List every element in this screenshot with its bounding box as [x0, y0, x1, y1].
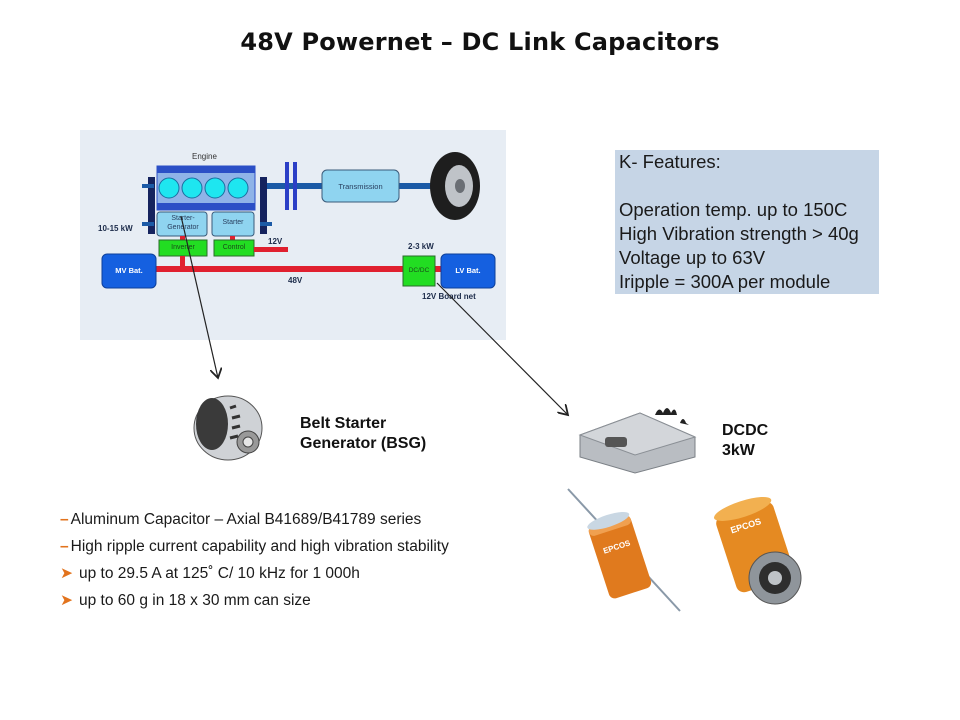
feature-item: Voltage up to 63V: [619, 247, 766, 268]
dcdc-power-label: 2-3 kW: [408, 242, 434, 251]
bullet-item: ➤ up to 60 g in 18 x 30 mm can size: [60, 587, 449, 614]
axial-capacitor-image: EPCOS: [567, 488, 681, 612]
engine-label: Engine: [192, 152, 217, 161]
dcdc-module-image: [578, 408, 697, 474]
powernet-diagram: Engine 10-15 kW Starter-Generator Starte…: [80, 130, 506, 340]
dcdc-label-line1: DCDC: [722, 422, 769, 439]
bullet-item: –High ripple current capability and high…: [60, 533, 449, 560]
starter-label: Starter: [222, 219, 244, 226]
capacitor-images: EPCOS EPCOS: [567, 488, 802, 612]
dcdc-label: DC/DC: [408, 267, 430, 274]
transmission-label: Transmission: [338, 182, 383, 191]
inverter-label: Inverter: [171, 244, 195, 251]
bullet-text: up to 29.5 A at 125˚ C/ 10 kHz for 1 000…: [79, 565, 360, 582]
crank-pulley-right: [260, 177, 267, 234]
engine-cylinders: [158, 177, 249, 199]
starter-generator-label: Starter-Generator: [167, 215, 199, 231]
bus-48v: [155, 266, 403, 272]
clutch-plate: [285, 162, 289, 210]
lv-battery-label: LV Bat.: [455, 266, 481, 275]
bullet-item: ➤ up to 29.5 A at 125˚ C/ 10 kHz for 1 00…: [60, 560, 449, 587]
bullet-list: –Aluminum Capacitor – Axial B41689/B4178…: [60, 506, 449, 614]
bullet-item: –Aluminum Capacitor – Axial B41689/B4178…: [60, 506, 449, 533]
feature-item: Iripple = 300A per module: [619, 271, 831, 292]
bsg-label: Belt Starter Generator (BSG): [300, 414, 426, 454]
line-12v: [254, 247, 288, 252]
bsg-label-line2: Generator (BSG): [300, 435, 427, 452]
features-heading: K- Features:: [619, 151, 721, 172]
alternator-image: [193, 395, 263, 461]
bsg-label-line1: Belt Starter: [300, 415, 387, 432]
board-net-label: 12V Board net: [422, 292, 476, 301]
bus-48v-label: 48V: [288, 276, 303, 285]
bullet-text: Aluminum Capacitor – Axial B41689/B41789…: [70, 511, 422, 528]
dash-marker: –: [60, 538, 69, 555]
arrow-bullet-icon: ➤: [60, 565, 73, 582]
tire-icon: [430, 152, 480, 220]
dcdc-label-block: DCDC 3kW: [722, 421, 768, 461]
transmission-box: [321, 169, 400, 203]
arrow-bullet-icon: ➤: [60, 592, 73, 609]
label-12v: 12V: [268, 237, 283, 246]
bullet-text: High ripple current capability and high …: [70, 538, 449, 555]
control-label: Control: [222, 244, 246, 251]
feature-item: High Vibration strength > 40g: [619, 223, 859, 244]
dcdc-box: [402, 255, 436, 287]
can-capacitor-image: EPCOS: [714, 496, 802, 605]
slide-title: 48V Powernet – DC Link Capacitors: [240, 28, 720, 56]
dash-marker: –: [60, 511, 69, 528]
crank-pulley-left: [148, 177, 155, 234]
feature-item: Operation temp. up to 150C: [619, 199, 848, 220]
powernet-schematic: [101, 152, 496, 289]
mv-battery-label: MV Bat.: [115, 266, 143, 275]
bullet-text: up to 60 g in 18 x 30 mm can size: [79, 592, 311, 609]
mv-battery: [101, 253, 157, 289]
dcdc-label-line2: 3kW: [722, 442, 755, 459]
features-box: K- Features: Operation temp. up to 150C …: [615, 150, 879, 294]
power-label: 10-15 kW: [98, 224, 133, 233]
